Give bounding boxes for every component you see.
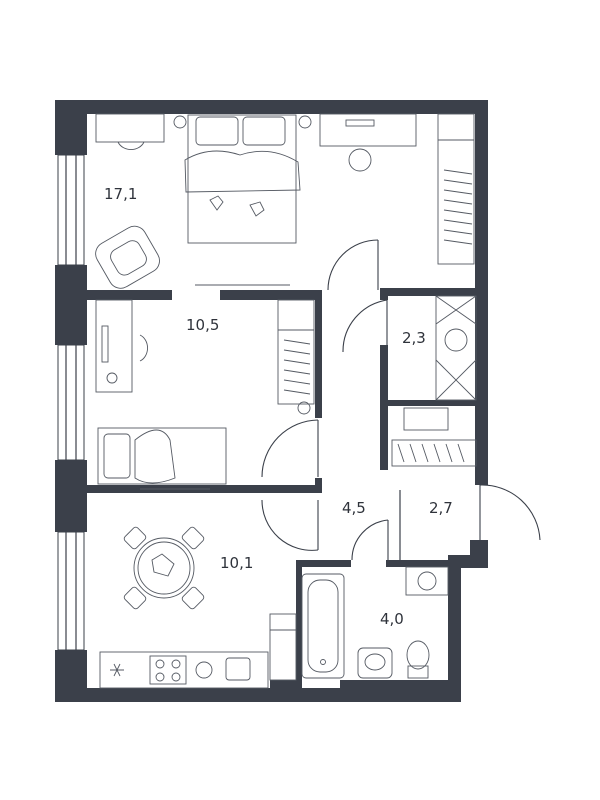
room-area-storage: 2,3 bbox=[402, 329, 426, 347]
room-area-hallway: 4,5 bbox=[342, 499, 366, 517]
room-area-kitchen: 10,1 bbox=[220, 554, 253, 572]
room-area-entrance: 2,7 bbox=[429, 499, 453, 517]
interior-walls bbox=[87, 288, 480, 688]
room-area-bedroom-2: 10,5 bbox=[186, 316, 219, 334]
outer-walls bbox=[55, 100, 488, 702]
storage-furniture bbox=[391, 295, 477, 467]
bedroom-2-furniture bbox=[95, 299, 315, 490]
bedroom-1-furniture bbox=[95, 113, 475, 289]
room-area-bathroom: 4,0 bbox=[380, 610, 404, 628]
kitchen-furniture bbox=[99, 526, 297, 689]
room-labels: 17,1 10,5 2,3 4,5 2,7 10,1 4,0 bbox=[104, 185, 453, 628]
doors bbox=[261, 239, 541, 561]
room-area-bedroom-1: 17,1 bbox=[104, 185, 137, 203]
windows bbox=[57, 154, 85, 651]
bathroom-furniture bbox=[301, 566, 449, 679]
